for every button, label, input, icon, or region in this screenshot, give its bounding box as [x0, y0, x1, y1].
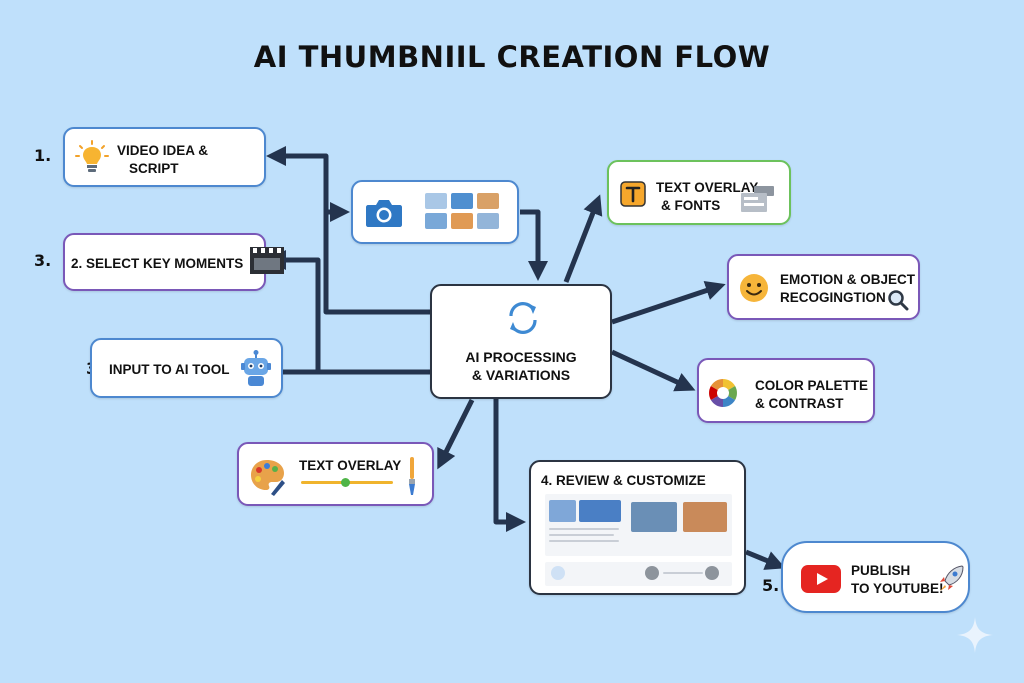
input-to-ai-tool-box[interactable]: INPUT TO AI TOOL — [90, 338, 283, 398]
thumbnail — [425, 213, 447, 229]
text-line — [549, 540, 619, 542]
publish-label-line1: PUBLISH — [851, 563, 911, 578]
review-customize-box[interactable]: 4. REVIEW & CUSTOMIZE — [529, 460, 746, 595]
step-number-publish: 5. — [762, 576, 780, 595]
thumbnail — [477, 193, 499, 209]
ai-processing-label-line2: & VARIATIONS — [471, 367, 571, 383]
text-overlay-box[interactable]: TEXT OVERLAY — [237, 442, 434, 506]
robot-icon — [241, 350, 271, 386]
text-overlay-fonts-label-line1: TEXT OVERLAY — [656, 180, 759, 195]
preview-thumbnail[interactable] — [549, 500, 576, 522]
preview-thumbnail[interactable] — [683, 502, 727, 532]
arrow-to-text-overlay-fonts — [563, 194, 603, 283]
camera-capture-box[interactable] — [351, 180, 519, 244]
camera-icon — [366, 200, 402, 227]
font-settings-icon — [741, 186, 774, 212]
input-to-ai-tool-label: INPUT TO AI TOOL — [109, 362, 230, 377]
rocket-icon — [940, 565, 964, 591]
zoom-slider[interactable] — [663, 572, 703, 574]
arrow-to-emotion — [611, 280, 726, 325]
refresh-cycle-icon — [509, 302, 537, 334]
editor-controls-bar — [545, 562, 732, 586]
video-idea-label-line1: VIDEO IDEA & — [117, 143, 209, 158]
color-palette-label-line1: COLOR PALETTE — [755, 378, 868, 393]
text-overlay-fonts-label-line2: & FONTS — [661, 198, 721, 213]
arrow-to-text-overlay — [437, 398, 475, 470]
emotion-object-box[interactable]: EMOTION & OBJECT RECOGINGTION — [727, 254, 920, 320]
emotion-label-line2: RECOGINGTION — [780, 290, 886, 305]
ai-processing-box[interactable]: AI PROCESSING & VARIATIONS — [430, 284, 612, 399]
smiley-icon — [740, 274, 768, 302]
minus-button[interactable] — [645, 566, 659, 580]
emotion-label-line1: EMOTION & OBJECT — [780, 272, 916, 287]
text-overlay-label: TEXT OVERLAY — [299, 458, 402, 473]
color-palette-label-line2: & CONTRAST — [755, 396, 844, 411]
plus-button[interactable] — [705, 566, 719, 580]
text-line — [549, 528, 619, 530]
thumbnail — [477, 213, 499, 229]
slider-handle[interactable] — [341, 478, 350, 487]
select-key-moments-label: 2. SELECT KEY MOMENTS — [71, 256, 244, 271]
arrow-to-publish — [745, 549, 786, 570]
step-number-video-idea: 1. — [34, 146, 52, 165]
arrow-camera-to-ai — [520, 209, 548, 281]
select-key-moments-box[interactable]: 2. SELECT KEY MOMENTS — [63, 233, 266, 291]
video-idea-box[interactable]: VIDEO IDEA & SCRIPT — [63, 127, 266, 187]
magnifier-icon — [888, 290, 909, 311]
text-overlay-fonts-box[interactable]: TEXT OVERLAY & FONTS — [607, 160, 791, 225]
review-customize-label: 4. REVIEW & CUSTOMIZE — [541, 473, 706, 488]
youtube-icon — [801, 565, 841, 593]
ai-processing-label-line1: AI PROCESSING — [465, 349, 577, 365]
thumbnail — [451, 193, 473, 209]
text-line — [549, 534, 614, 536]
publish-label-line2: TO YOUTUBE! — [851, 581, 944, 596]
clapperboard-icon — [250, 247, 284, 274]
arrow-to-color — [610, 349, 696, 392]
publish-youtube-box[interactable]: PUBLISH TO YOUTUBE! — [781, 541, 970, 613]
preview-thumbnail[interactable] — [579, 500, 621, 522]
color-palette-box[interactable]: COLOR PALETTE & CONTRAST — [697, 358, 875, 423]
lightbulb-icon — [75, 140, 109, 172]
thumbnail — [451, 213, 473, 229]
video-idea-label-line2: SCRIPT — [129, 161, 179, 176]
sparkle-icon — [957, 617, 993, 653]
color-wheel-icon — [709, 379, 737, 407]
sun-icon[interactable] — [551, 566, 565, 580]
palette-icon — [251, 460, 285, 496]
page-title: AI THUMBNIIL CREATION FLOW — [253, 40, 771, 74]
step-number-select-moments: 3. — [34, 251, 52, 270]
thumbnail — [425, 193, 447, 209]
text-t-icon — [620, 181, 646, 207]
thumbnail-grid — [425, 193, 499, 229]
brush-icon — [409, 457, 415, 495]
arrow-to-review — [493, 398, 526, 532]
preview-thumbnail[interactable] — [631, 502, 677, 532]
